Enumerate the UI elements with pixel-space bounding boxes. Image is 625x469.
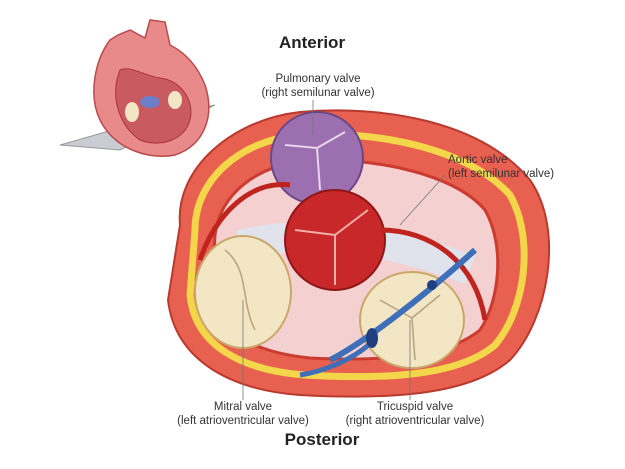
- mitral-valve-label: Mitral valve (left atrioventricular valv…: [173, 400, 313, 428]
- leader-lines: [242, 100, 446, 400]
- tricuspid-valve-alt: (right atrioventricular valve): [345, 415, 485, 427]
- coronary-vessels: [197, 182, 488, 378]
- anterior-heading: Anterior: [278, 33, 346, 52]
- pulmonary-valve-name: Pulmonary valve: [275, 73, 361, 85]
- pulmonary-valve: [270, 111, 364, 205]
- tricuspid-valve: [359, 271, 465, 369]
- aortic-valve-alt: (left semilunar valve): [448, 168, 555, 180]
- mitral-valve-name: Mitral valve: [213, 401, 273, 413]
- pulmonary-valve-alt: (right semilunar valve): [261, 87, 375, 99]
- heart-inset-image: [59, 19, 216, 157]
- tricuspid-valve-label: Tricuspid valve (right atrioventricular …: [340, 400, 490, 428]
- pulmonary-valve-label: Pulmonary valve (right semilunar valve): [258, 72, 378, 100]
- mitral-valve-alt: (left atrioventricular valve): [177, 415, 309, 427]
- aortic-valve: [284, 189, 386, 291]
- aortic-valve-label: Aortic valve (left semilunar valve): [448, 153, 554, 181]
- tricuspid-valve-name: Tricuspid valve: [376, 401, 454, 413]
- posterior-heading: Posterior: [284, 430, 360, 449]
- aortic-valve-name: Aortic valve: [448, 154, 508, 166]
